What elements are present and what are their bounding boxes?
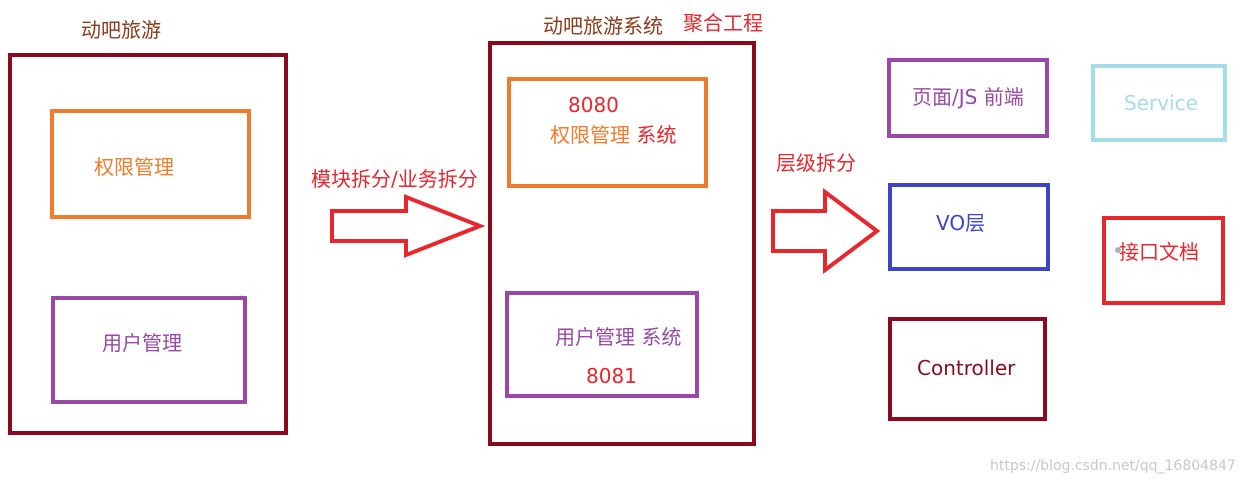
permission-box	[50, 109, 251, 219]
user-system-suffix: 系统	[641, 325, 682, 349]
permission-system-label: 权限管理 系统	[550, 123, 676, 147]
vo-label: VO层	[936, 211, 986, 235]
service-box	[1091, 64, 1227, 142]
permission-system-name: 权限管理	[550, 123, 630, 147]
right-arrow-2	[771, 188, 881, 274]
controller-label: Controller	[917, 356, 1016, 380]
permission-label: 权限管理	[94, 155, 174, 179]
user-port: 8081	[586, 364, 637, 388]
api-doc-box	[1102, 216, 1225, 305]
user-system-label: 用户管理 系统	[555, 325, 681, 349]
middle-title: 动吧旅游系统	[543, 14, 663, 38]
permission-system-box	[507, 77, 708, 188]
middle-subtitle: 聚合工程	[683, 11, 763, 35]
arrow2-label: 层级拆分	[776, 151, 856, 175]
vo-box	[888, 183, 1050, 271]
middle-container-box	[488, 41, 756, 446]
permission-system-suffix: 系统	[636, 123, 677, 147]
service-label: Service	[1124, 91, 1198, 115]
watermark: https://blog.csdn.net/qq_16804847	[990, 458, 1236, 474]
user-system-box	[505, 291, 699, 398]
left-container-box	[8, 53, 288, 435]
left-title: 动吧旅游	[81, 18, 161, 42]
right-arrow-1	[330, 194, 486, 258]
controller-box	[888, 317, 1047, 421]
user-label: 用户管理	[102, 331, 182, 355]
user-box	[51, 296, 247, 404]
api-doc-dot	[1115, 247, 1121, 253]
page-js-label: 页面/JS 前端	[912, 85, 1024, 109]
permission-port: 8080	[568, 93, 619, 117]
api-doc-label: 接口文档	[1119, 240, 1199, 264]
arrow1-label: 模块拆分/业务拆分	[311, 167, 478, 191]
user-system-name: 用户管理	[555, 325, 635, 349]
page-js-box	[887, 58, 1049, 138]
